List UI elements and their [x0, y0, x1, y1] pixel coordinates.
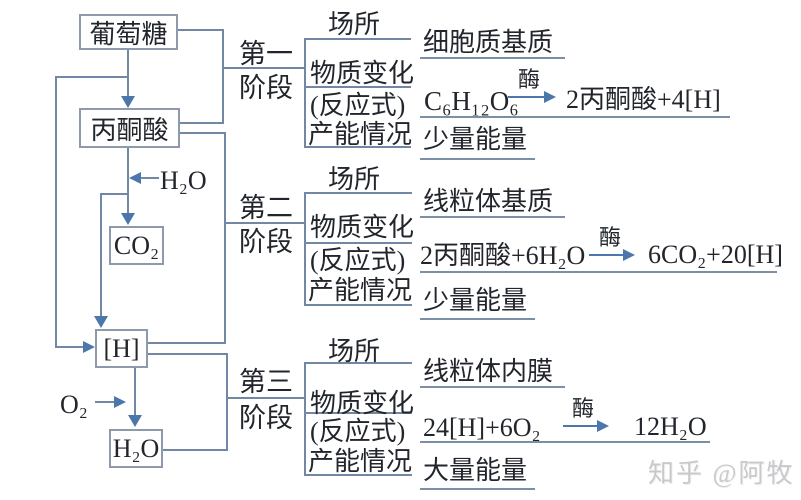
arrow-right-icon — [114, 396, 126, 408]
stage2-location-value: 线粒体基质 — [423, 187, 554, 216]
stage2-connector-line — [224, 222, 305, 224]
arrow-down-icon — [94, 316, 108, 328]
watermark: 知乎 @阿牧 — [648, 459, 795, 488]
stage1-row-line-bottom — [304, 146, 411, 148]
stage1-name-line2: 阶段 — [239, 73, 293, 103]
stage2-name-line1: 第二 — [239, 193, 293, 223]
stage2-products: 6CO₂+20[H] — [648, 240, 783, 269]
arrow-down-icon — [121, 96, 135, 108]
stage1-group-line — [222, 29, 224, 124]
oxygen-input-line — [95, 401, 115, 403]
into-nadh-line — [55, 346, 84, 348]
stage2-energy-value: 少量能量 — [423, 286, 528, 315]
stage3-location-label: 场所 — [328, 337, 381, 366]
stage3-location-underline — [420, 386, 565, 388]
stage3-connector-line — [226, 397, 305, 399]
glucose-right-line — [178, 29, 224, 31]
stage2-location-label: 场所 — [328, 165, 381, 194]
stage1-connector-line — [222, 67, 305, 69]
stage2-energy-underline — [420, 318, 535, 320]
stage2-reaction-arrow-line — [589, 254, 625, 256]
stage3-row-line-bottom — [304, 474, 412, 476]
water-box: H₂O — [109, 429, 163, 468]
stage2-reaction-note-label: (反应式) — [310, 246, 406, 275]
stage2-catalyst-label: 酶 — [599, 225, 622, 250]
stage3-reactants: 24[H]+6O₂ — [423, 413, 541, 442]
stage3-location-value: 线粒体内膜 — [423, 357, 554, 386]
stage1-substance-change-label: 物质变化 — [310, 59, 415, 88]
stage1-location-underline — [420, 57, 565, 59]
arrow-right-icon — [623, 249, 635, 261]
stage3-energy-label: 产能情况 — [308, 447, 413, 476]
glucose-down-line — [127, 50, 129, 98]
pyruvate-down-line — [127, 148, 129, 214]
stage2-location-underline — [420, 216, 565, 218]
pyruvate-box: 丙酮酸 — [79, 108, 180, 148]
arrow-right-icon — [544, 91, 556, 103]
left-bypass-line — [55, 76, 57, 348]
stage1-location-label: 场所 — [328, 10, 381, 39]
oxygen-input-label: O₂ — [60, 390, 88, 419]
stage3-name-line2: 阶段 — [239, 403, 293, 433]
pyruvate-right-line-2 — [180, 132, 226, 134]
glucose-box: 葡萄糖 — [79, 14, 178, 50]
stage3-reaction-arrow-line — [563, 425, 599, 427]
nadh-right-line-2 — [148, 353, 228, 355]
stage2-row-line-mid — [304, 242, 412, 244]
stage3-products: 12H₂O — [634, 412, 707, 441]
arrow-down-icon — [121, 213, 135, 225]
stage1-energy-value: 少量能量 — [423, 125, 528, 154]
stage3-energy-value: 大量能量 — [423, 456, 528, 485]
stage3-row-line-top — [304, 362, 412, 364]
stage2-name-line2: 阶段 — [239, 227, 293, 257]
water-input-line — [141, 177, 159, 179]
stage3-substance-change-label: 物质变化 — [310, 389, 415, 418]
stage2-row-line-top — [304, 192, 412, 194]
stage2-bracket-line — [304, 193, 306, 306]
stage2-group-line — [224, 132, 226, 344]
water-box-right-line — [163, 449, 228, 451]
stage3-reaction-underline — [420, 441, 710, 443]
stage3-group-line — [226, 353, 228, 451]
stage1-catalyst-label: 酶 — [518, 67, 541, 92]
water-input-label: H₂O — [160, 166, 207, 195]
stage1-location-value: 细胞质基质 — [423, 28, 554, 57]
arrow-left-icon — [129, 172, 141, 184]
nadh-box: [H] — [95, 329, 148, 368]
stage3-bracket-line — [304, 363, 306, 475]
arrow-right-icon — [83, 341, 95, 353]
stage3-catalyst-label: 酶 — [572, 396, 595, 421]
stage1-energy-underline — [420, 158, 535, 160]
stage1-products: 2丙酮酸+4[H] — [566, 85, 721, 114]
stage1-reaction-arrow-line — [508, 96, 546, 98]
stage1-energy-label: 产能情况 — [308, 120, 413, 149]
stage2-reactants: 2丙酮酸+6H₂O — [420, 241, 586, 270]
split-down-line — [100, 193, 102, 316]
arrow-right-icon — [597, 420, 609, 432]
co2-box: CO₂ — [109, 226, 164, 265]
arrow-down-icon — [128, 415, 142, 427]
pyruvate-right-line-1 — [180, 122, 224, 124]
stage2-row-line-bottom — [304, 304, 412, 306]
stage1-row-line-top — [304, 38, 411, 40]
glucose-left-branch-line — [55, 76, 129, 78]
stage3-reaction-note-label: (反应式) — [310, 417, 406, 446]
stage1-bracket-line — [304, 39, 306, 148]
stage2-substance-change-label: 物质变化 — [310, 213, 415, 242]
split-branch-line — [100, 193, 129, 195]
stage1-reaction-underline — [420, 116, 730, 118]
stage1-reactants: C₆H₁₂O₆ — [424, 86, 519, 116]
stage1-reaction-note-label: (反应式) — [310, 91, 406, 120]
stage2-energy-label: 产能情况 — [308, 276, 413, 305]
nadh-right-line-1 — [148, 342, 226, 344]
stage1-name-line1: 第一 — [239, 39, 293, 69]
stage2-reaction-underline — [420, 271, 777, 273]
stage3-energy-underline — [420, 488, 535, 490]
stage3-name-line1: 第三 — [239, 367, 293, 397]
stage3-row-line-mid — [304, 412, 412, 414]
stage1-row-line-mid — [304, 86, 411, 88]
nadh-down-line — [134, 368, 136, 416]
